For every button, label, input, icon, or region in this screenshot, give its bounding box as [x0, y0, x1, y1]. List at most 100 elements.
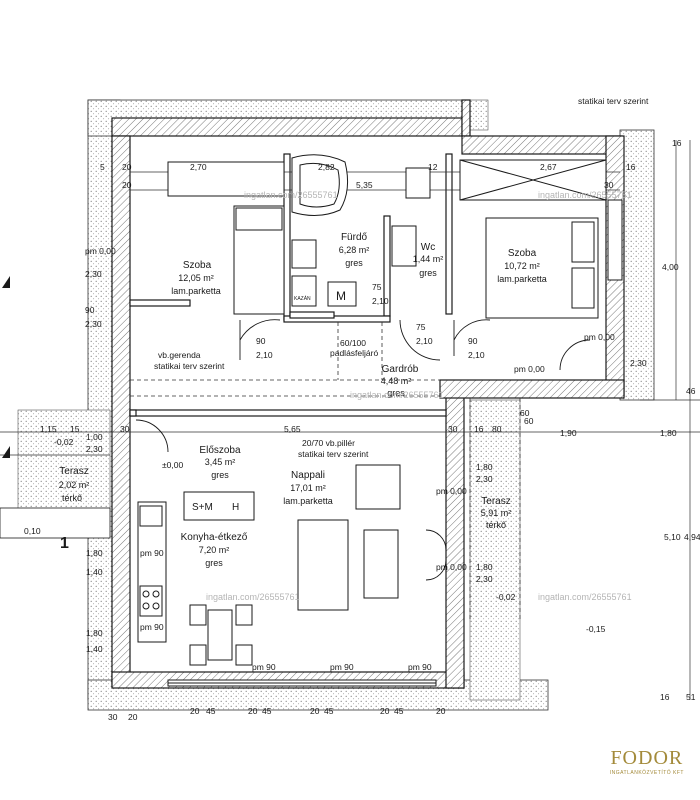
- dim: 2,10: [416, 336, 433, 346]
- dim: 20: [380, 706, 390, 716]
- dim: -0,15: [586, 624, 606, 634]
- dim: 30: [120, 424, 130, 434]
- room-name-furdo: Fürdő: [341, 232, 368, 243]
- dim: 20: [190, 706, 200, 716]
- dim: 2,30: [85, 269, 102, 279]
- kitchen-furniture: [137, 491, 255, 666]
- dim: 1,80: [476, 562, 493, 572]
- dim: 5: [100, 162, 105, 172]
- dim: 1,80: [86, 628, 103, 638]
- note-gerenda-2: statikai terv szerint: [154, 361, 225, 371]
- dim: 4,00: [662, 262, 679, 272]
- dim: 45: [394, 706, 404, 716]
- note-padlas: 60/100: [340, 338, 366, 348]
- dim: 2,67: [540, 162, 557, 172]
- logo-subtitle: INGATLANKÖZVETÍTŐ KFT: [609, 770, 684, 776]
- dim: 45: [262, 706, 272, 716]
- room-floor-furdo: gres: [345, 258, 363, 268]
- dim: 45: [206, 706, 216, 716]
- room-name-terasz-left: Terasz: [59, 466, 88, 477]
- room-name-eloszoba: Előszoba: [199, 445, 241, 456]
- room-area-eloszoba: 3,45 m²: [205, 457, 236, 467]
- dim: 60: [524, 416, 534, 426]
- dim: 2,30: [85, 319, 102, 329]
- dim: 1,40: [86, 567, 103, 577]
- dim: 2,82: [318, 162, 335, 172]
- dim: pm 0,00: [584, 332, 615, 342]
- room-floor-wc: gres: [419, 268, 437, 278]
- logo-name: FODOR: [610, 747, 684, 769]
- dim: -0,02: [54, 437, 74, 447]
- room-area-konyha: 7,20 m²: [199, 545, 230, 555]
- room-name-nappali: Nappali: [291, 470, 325, 481]
- room-name-terasz-right: Terasz: [481, 496, 510, 507]
- dim: 1,80: [660, 428, 677, 438]
- beams: [130, 322, 521, 620]
- dim: 1,80: [476, 462, 493, 472]
- dim: 20: [436, 706, 446, 716]
- dim: 15: [70, 424, 80, 434]
- room-floor-terasz-left: térkő: [62, 493, 82, 503]
- dim: 5,10: [664, 532, 681, 542]
- bath-fixtures: [291, 154, 431, 307]
- dim: 1,15: [40, 424, 57, 434]
- dim: 2,30: [476, 474, 493, 484]
- dim: pm 0,00: [514, 364, 545, 374]
- dim: 20: [128, 712, 138, 722]
- dim: 75: [372, 282, 382, 292]
- dim: 5,65: [284, 424, 301, 434]
- dim: pm 0,00: [436, 486, 467, 496]
- dim: 2,30: [630, 358, 647, 368]
- dim: 1,80: [86, 548, 103, 558]
- dim: -0,02: [496, 592, 516, 602]
- note-gerenda-1: vb.gerenda: [158, 350, 201, 360]
- room-name-gardrob: Gardrób: [382, 364, 419, 375]
- room-area-szoba-right: 10,72 m²: [504, 261, 540, 271]
- dim: 2,70: [190, 162, 207, 172]
- dimension-labels: 2,70 2,82 12 2,67 16 5,35 5 20 20 30 pm …: [24, 138, 700, 722]
- dim: 75: [416, 322, 426, 332]
- watermark: ingatlan.com/26555761: [538, 190, 632, 200]
- dim: 5,35: [356, 180, 373, 190]
- room-floor-eloszoba: gres: [211, 470, 229, 480]
- dim: 4,94: [684, 532, 700, 542]
- bed-left: [167, 161, 285, 315]
- markers: [0, 276, 111, 539]
- furniture-living: [297, 464, 401, 611]
- dim: 30: [448, 424, 458, 434]
- dim: 0,10: [24, 526, 41, 536]
- dim: 16: [474, 424, 484, 434]
- room-area-nappali: 17,01 m²: [290, 483, 326, 493]
- watermark: ingatlan.com/26555761: [206, 592, 300, 602]
- room-area-szoba-left: 12,05 m²: [178, 273, 214, 283]
- room-floor-szoba-right: lam.parketta: [497, 274, 547, 284]
- room-area-terasz-left: 2,02 m²: [59, 480, 90, 490]
- note-piller-2: statikai terv szerint: [298, 449, 369, 459]
- dim: pm 90: [408, 662, 432, 672]
- dim: 2,30: [86, 444, 103, 454]
- dim: 30: [108, 712, 118, 722]
- dim: 80: [492, 424, 502, 434]
- watermark: ingatlan.com/26555761: [538, 592, 632, 602]
- dim: pm 90: [140, 548, 164, 558]
- dim: 51: [686, 692, 696, 702]
- room-area-furdo: 6,28 m²: [339, 245, 370, 255]
- dim: 12: [428, 162, 438, 172]
- dim: 20: [122, 180, 132, 190]
- dim: 16: [660, 692, 670, 702]
- dim: 16: [626, 162, 636, 172]
- dim: 90: [85, 305, 95, 315]
- room-floor-gardrob: gres: [387, 388, 405, 398]
- dim: 2,10: [468, 350, 485, 360]
- room-floor-nappali: lam.parketta: [283, 496, 333, 506]
- room-area-wc: 1,44 m²: [413, 254, 444, 264]
- note-m: M: [336, 289, 346, 303]
- company-logo: FODOR INGATLANKÖZVETÍTŐ KFT: [610, 747, 684, 776]
- dim: 20: [122, 162, 132, 172]
- note-top-right: statikai terv szerint: [578, 96, 649, 106]
- room-name-szoba-right: Szoba: [508, 248, 537, 259]
- dim: 60: [520, 408, 530, 418]
- dim: 30: [604, 180, 614, 190]
